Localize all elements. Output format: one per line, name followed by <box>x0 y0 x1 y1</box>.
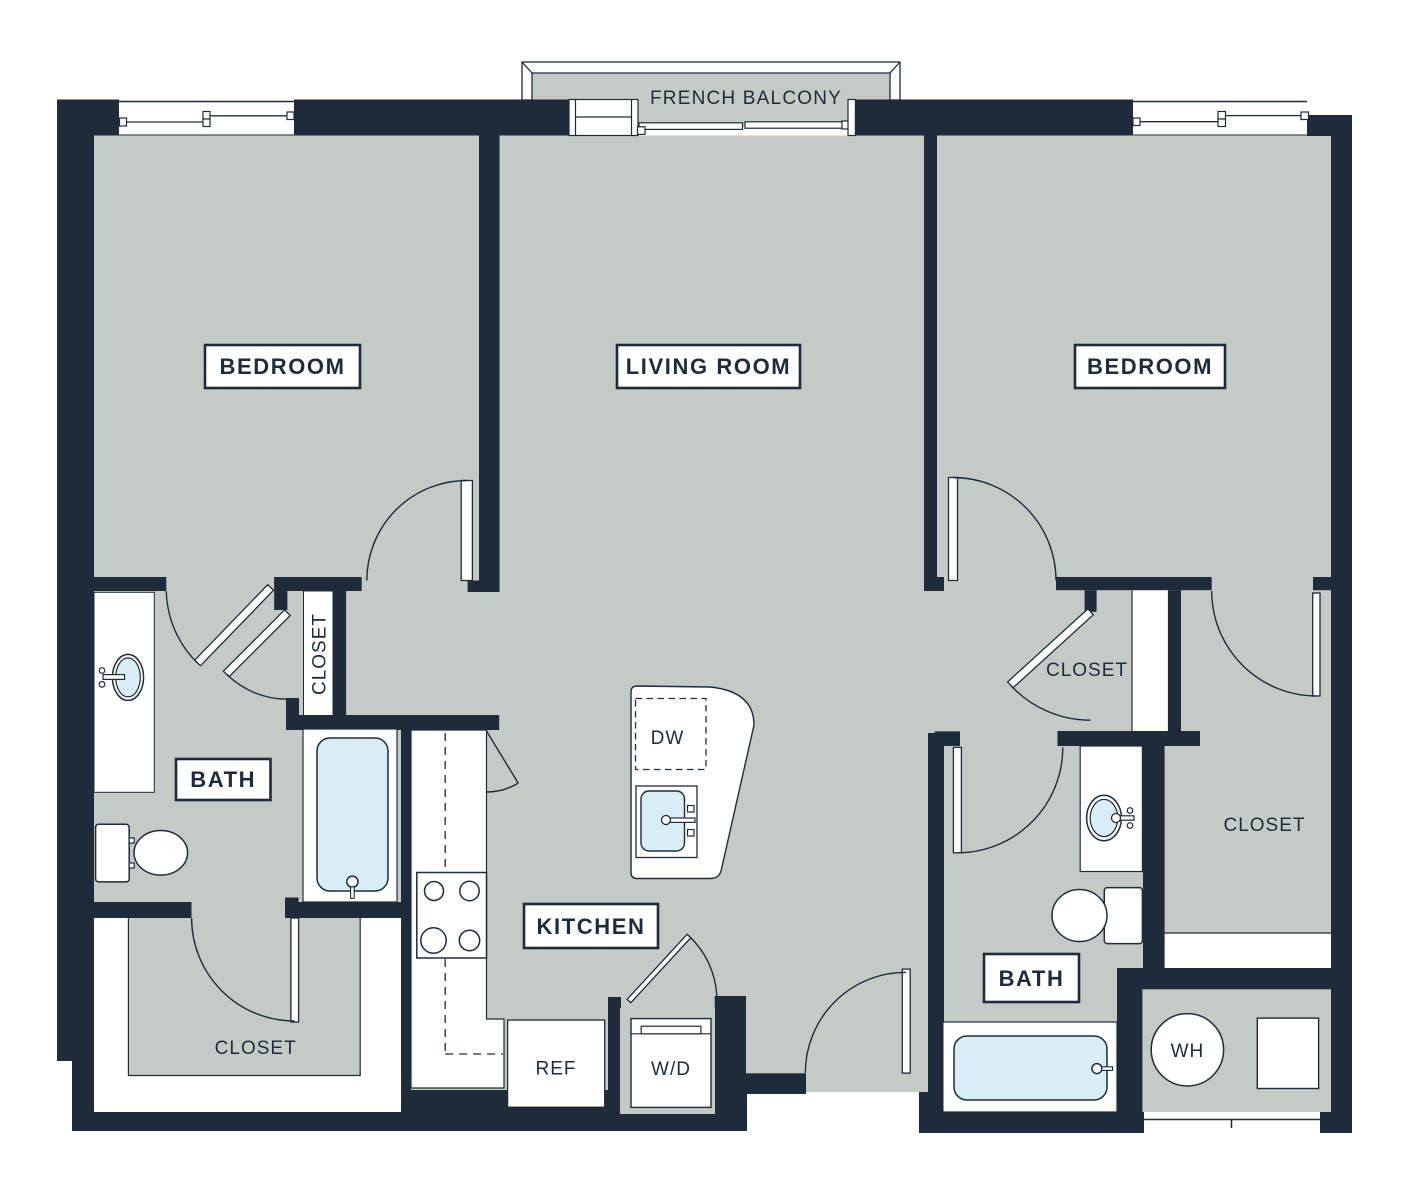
svg-text:FRENCH BALCONY: FRENCH BALCONY <box>650 88 842 109</box>
svg-text:CLOSET: CLOSET <box>1046 660 1128 681</box>
svg-text:CLOSET: CLOSET <box>215 1038 297 1059</box>
svg-text:LIVING ROOM: LIVING ROOM <box>626 354 792 379</box>
svg-text:BEDROOM: BEDROOM <box>1087 354 1213 379</box>
svg-text:W/D: W/D <box>651 1059 691 1080</box>
svg-text:CLOSET: CLOSET <box>310 613 331 695</box>
svg-text:BATH: BATH <box>190 767 256 792</box>
svg-text:WH: WH <box>1171 1041 1205 1062</box>
svg-text:BATH: BATH <box>999 966 1065 991</box>
svg-text:CLOSET: CLOSET <box>1223 815 1305 836</box>
svg-text:KITCHEN: KITCHEN <box>537 914 646 939</box>
svg-text:DW: DW <box>651 728 685 749</box>
svg-text:REF: REF <box>536 1059 577 1080</box>
svg-text:BEDROOM: BEDROOM <box>219 354 345 379</box>
